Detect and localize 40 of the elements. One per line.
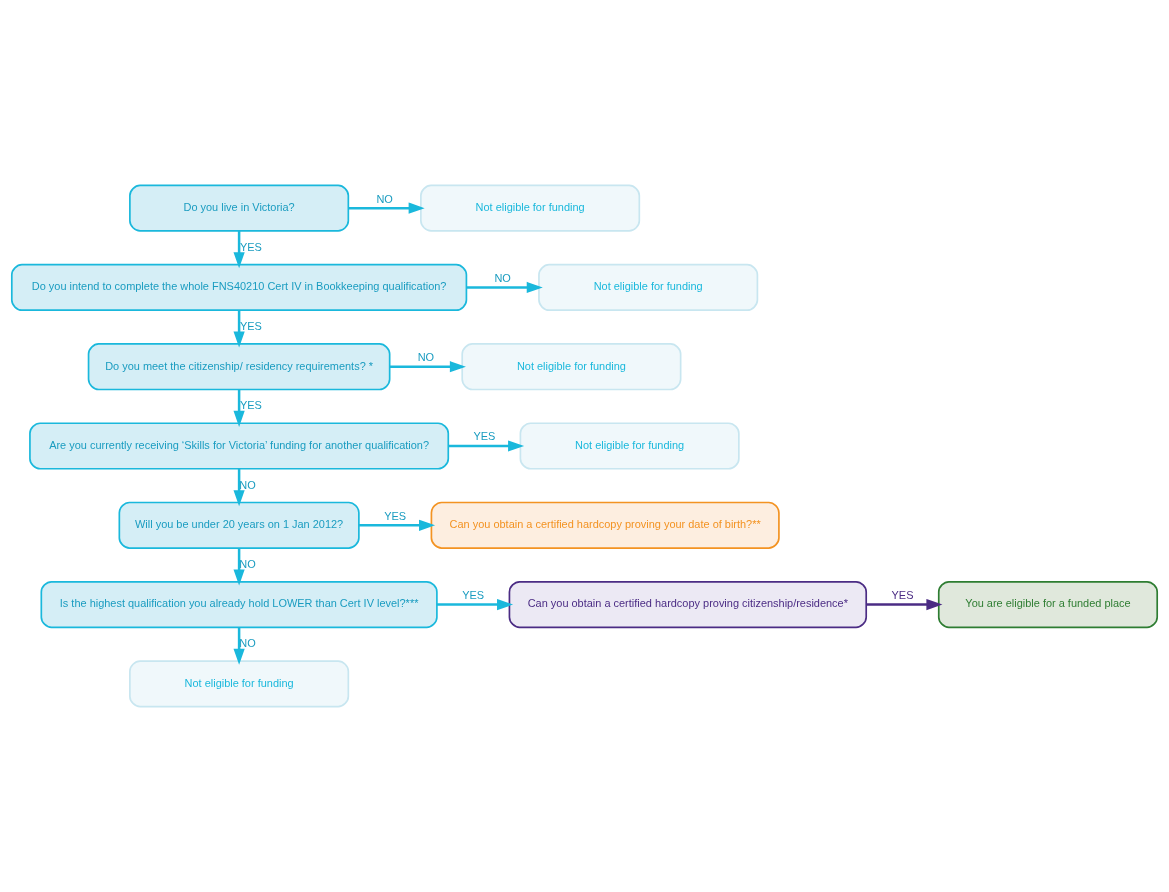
node-box: Not eligible for funding <box>461 343 682 391</box>
arrow <box>448 440 525 452</box>
edge-label: YES <box>891 589 914 601</box>
node-box: Not eligible for funding <box>420 184 641 232</box>
node-box: You are eligible for a funded place <box>937 580 1159 629</box>
node-box: Not eligible for funding <box>538 263 759 312</box>
node-box: Are you currently receiving ‘Skills for Victoria’ funding for another qualification? <box>29 422 450 470</box>
node-box: Do you intend to complete the whole FNS40210 Cert IV in Bookkeeping qualification? <box>10 263 468 312</box>
edge-label: NO <box>239 478 256 491</box>
node-box: Not eligible for funding <box>129 660 350 708</box>
edge-label: YES <box>384 509 407 522</box>
node-box: Is the highest qualification you already hold LOWER than Cert IV level?*** <box>40 580 438 629</box>
arrow <box>233 627 245 665</box>
edge-label: NO <box>239 557 256 570</box>
arrow <box>233 389 245 427</box>
arrow <box>358 519 436 531</box>
arrow <box>348 202 425 214</box>
arrow <box>233 310 245 348</box>
edge-label: NO <box>376 192 393 205</box>
node-box: Do you live in Victoria? <box>129 184 350 232</box>
edge-label: YES <box>239 399 262 412</box>
edge-label: YES <box>239 319 262 332</box>
edge-label: NO <box>494 271 511 284</box>
arrow <box>233 548 245 586</box>
edge-label: YES <box>462 589 485 601</box>
arrow <box>389 361 466 373</box>
node-box: Do you meet the citizenship/ residency requirements? * <box>87 343 391 391</box>
edge-label: YES <box>473 430 496 443</box>
node-box: Will you be under 20 years on 1 Jan 2012? <box>118 501 360 549</box>
arrow <box>866 598 943 611</box>
arrow <box>233 231 245 269</box>
edge-label: NO <box>417 351 435 364</box>
edge-label: YES <box>239 240 262 253</box>
node-box: Not eligible for funding <box>519 422 740 470</box>
node-box: Can you obtain a certified hardcopy proving your date of birth?** <box>430 501 780 549</box>
node-box: Can you obtain a certified hardcopy proving citizenship/residence* <box>508 580 868 629</box>
edge-label: NO <box>239 637 256 650</box>
arrow <box>466 281 543 294</box>
arrow <box>233 468 245 507</box>
arrow <box>436 598 514 611</box>
